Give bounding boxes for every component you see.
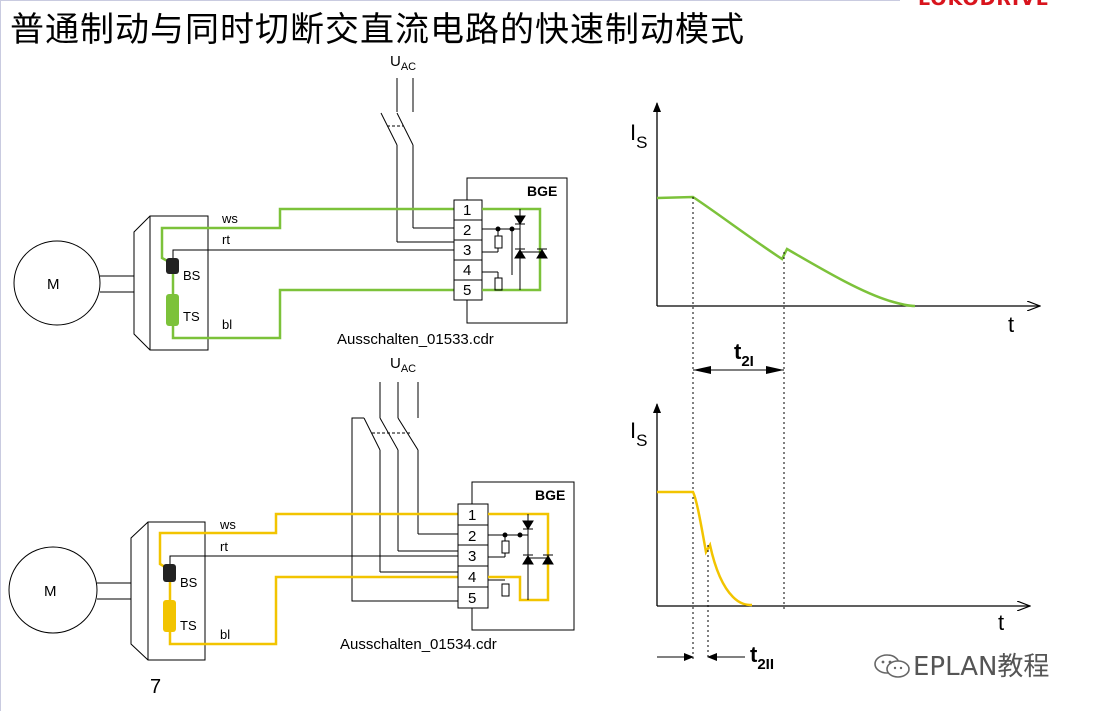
- bottom-graph: IS t t2II: [630, 403, 1030, 673]
- top-terminal-4: 4: [463, 262, 471, 279]
- top-terminal-1: 1: [463, 202, 471, 219]
- top-ts-coil: [166, 294, 179, 326]
- bottom-bge-label: BGE: [535, 487, 565, 503]
- page-number: 7: [150, 676, 162, 698]
- bottom-bs-label: BS: [180, 575, 198, 590]
- top-t2-label: t2I: [734, 339, 754, 370]
- bottom-terminal-4: 4: [468, 569, 476, 586]
- top-bs-coil: [166, 258, 179, 274]
- top-wire-bl: [171, 288, 454, 340]
- bottom-brake-housing: [130, 521, 206, 661]
- top-rt-label: rt: [222, 232, 230, 247]
- top-internal-loop: [482, 207, 542, 292]
- top-x-label: t: [1008, 312, 1014, 337]
- top-contactor: [380, 78, 454, 243]
- header-rule: [0, 0, 900, 1]
- top-motor: [13, 240, 101, 326]
- top-terminal-2: 2: [463, 222, 471, 239]
- bottom-wire-bl: [168, 575, 458, 646]
- top-y-label: IS: [630, 120, 647, 152]
- page-title: 普通制动与同时切断交直流电路的快速制动模式: [10, 10, 745, 50]
- watermark: EPLAN教程: [873, 646, 1049, 683]
- bottom-motor-label: M: [44, 583, 57, 600]
- bottom-ts-coil: [163, 600, 176, 632]
- bottom-x-label: t: [998, 610, 1004, 635]
- top-filename: Ausschalten_01533.cdr: [337, 331, 494, 348]
- left-rule: [0, 0, 1, 711]
- bottom-bl-label: bl: [220, 627, 230, 642]
- bottom-terminal-block: 1 2 3 4 5: [457, 503, 489, 609]
- top-bs-label: BS: [183, 268, 201, 283]
- top-terminal-block: 1 2 3 4 5: [453, 199, 483, 301]
- bottom-circuit: UAC M ws rt bl BS: [8, 355, 575, 661]
- top-ws-label: ws: [221, 211, 238, 226]
- watermark-text: EPLAN教程: [913, 652, 1050, 682]
- bottom-bs-coil: [163, 564, 176, 582]
- bottom-terminal-5: 5: [468, 590, 476, 607]
- top-terminal-3: 3: [463, 242, 471, 259]
- bottom-contactor: [351, 382, 458, 602]
- bottom-wire-ws: [158, 512, 458, 572]
- bottom-internal-loop: [488, 512, 550, 602]
- wechat-icon: [874, 654, 910, 678]
- bottom-rectifier: [488, 514, 554, 600]
- bottom-ts-label: TS: [180, 618, 197, 633]
- top-graph: IS t t2I: [630, 102, 1040, 660]
- top-bl-label: bl: [222, 317, 232, 332]
- top-bge-label: BGE: [527, 183, 557, 199]
- bottom-y-label: IS: [630, 418, 647, 450]
- bottom-rt-label: rt: [220, 539, 228, 554]
- bottom-terminal-2: 2: [468, 528, 476, 545]
- top-motor-label: M: [47, 276, 60, 293]
- top-current-curve: [656, 195, 916, 308]
- top-terminal-5: 5: [463, 282, 471, 299]
- brand-logo: LOKODRIVE: [918, 0, 1050, 10]
- top-rectifier: [482, 209, 548, 291]
- top-wire-rt: [172, 249, 454, 264]
- top-circuit: UAC M ws rt bl BS TS: [13, 53, 568, 351]
- bottom-ws-label: ws: [219, 517, 236, 532]
- top-wire-ws: [160, 207, 454, 266]
- bottom-current-curve: [657, 490, 753, 607]
- bottom-t2-label: t2II: [750, 642, 774, 673]
- bottom-filename: Ausschalten_01534.cdr: [340, 636, 497, 653]
- top-brake-housing: [133, 215, 209, 351]
- bottom-terminal-1: 1: [468, 507, 476, 524]
- bottom-supply-label: UAC: [390, 355, 416, 375]
- bottom-wire-rt: [169, 555, 458, 570]
- bottom-motor: [8, 546, 98, 634]
- bottom-terminal-3: 3: [468, 548, 476, 565]
- top-supply-label: UAC: [390, 53, 416, 73]
- top-ts-label: TS: [183, 309, 200, 324]
